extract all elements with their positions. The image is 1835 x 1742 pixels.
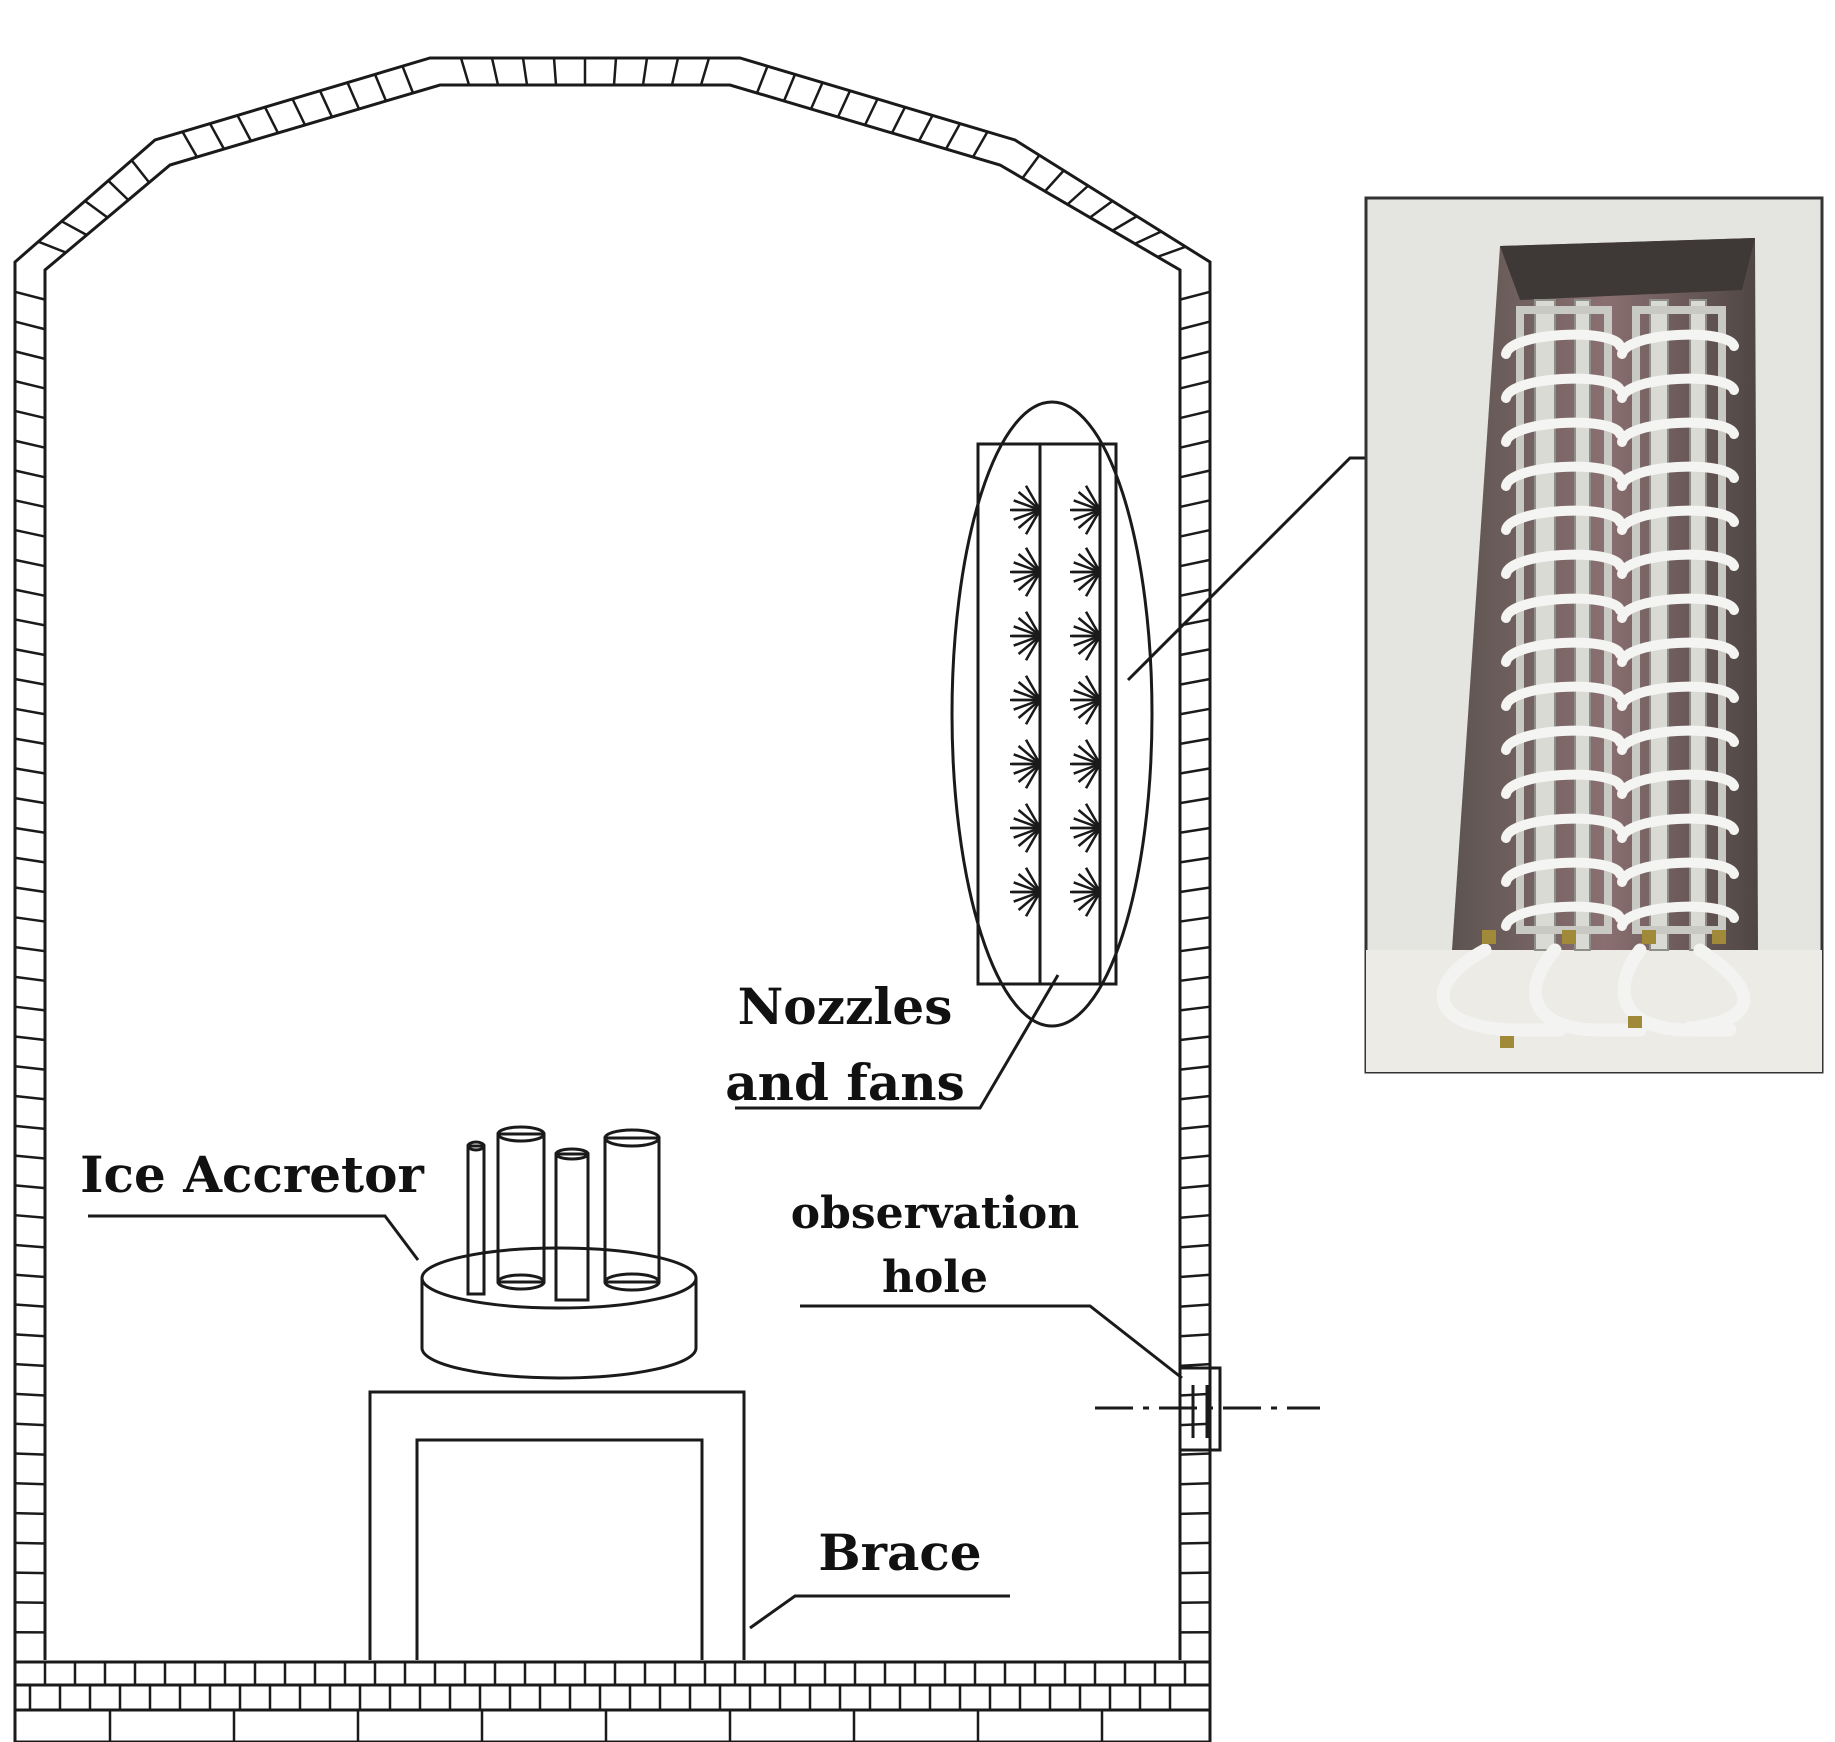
nozzles-label-line1: Nozzles	[738, 977, 953, 1036]
photo-leader-line	[1126, 456, 1366, 682]
accretor-cylinder-2	[496, 1125, 546, 1291]
observation-hole	[1095, 1366, 1320, 1452]
nozzles-label-line2: and fans	[725, 1053, 965, 1112]
chamber-wall	[13, 56, 1212, 1742]
brace	[368, 1390, 746, 1660]
nozzle-fan-panel	[950, 400, 1154, 1028]
observation-label-line2: hole	[882, 1252, 988, 1303]
accretor-rod-1	[466, 1140, 486, 1296]
chamber-floor	[15, 1660, 1210, 1742]
nozzle-photo	[1364, 196, 1824, 1074]
observation-label-line1: observation	[791, 1188, 1080, 1239]
observation-label-leader	[800, 1304, 1183, 1380]
brace-label: Brace	[818, 1523, 981, 1582]
brace-label-leader	[749, 1594, 1010, 1630]
ice-accretor	[420, 1125, 698, 1380]
nozzles-label-leader	[735, 974, 1060, 1110]
ice-accretor-label: Ice Accretor	[80, 1145, 424, 1204]
ice-accretor-leader	[88, 1214, 420, 1261]
accretor-cylinder-4	[603, 1128, 661, 1292]
accretor-cylinder-3	[554, 1147, 590, 1302]
